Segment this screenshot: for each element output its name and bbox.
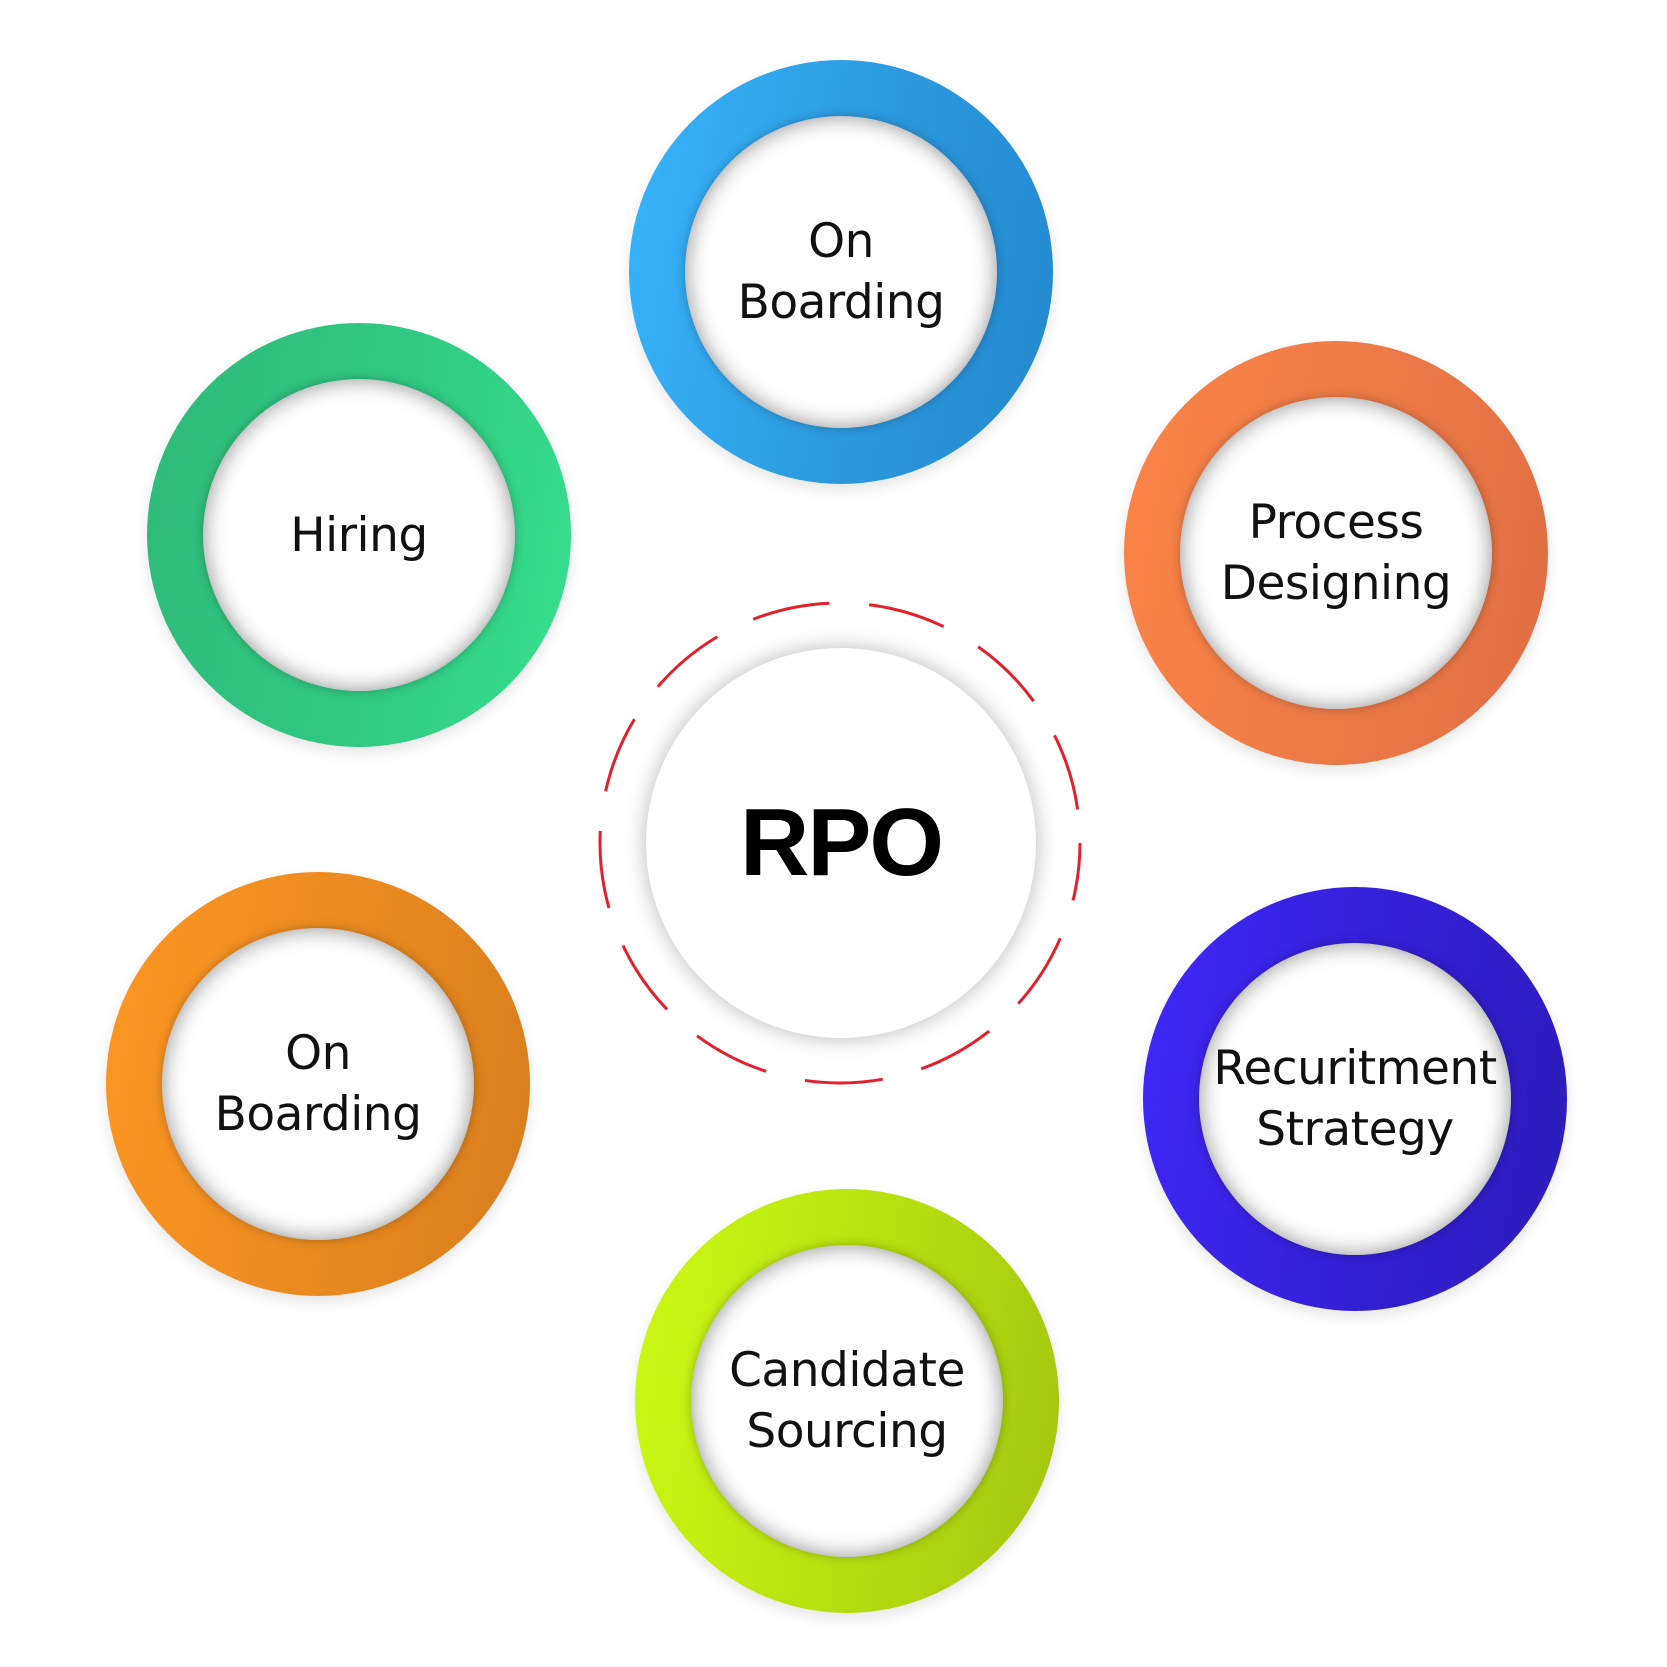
node-hiring: Hiring	[147, 323, 571, 747]
node-label-line-2: Boarding	[737, 275, 945, 330]
node-inner-circle: Recuritment Strategy	[1199, 943, 1511, 1255]
node-inner-circle: On Boarding	[162, 928, 474, 1240]
node-inner-circle: Process Designing	[1180, 397, 1492, 709]
node-inner-circle: Candidate Sourcing	[691, 1245, 1003, 1557]
node-label-line-2: Boarding	[214, 1087, 422, 1142]
center-hub: RPO	[596, 599, 1084, 1087]
center-label: RPO	[739, 789, 944, 896]
node-label-line-1: On	[285, 1026, 351, 1081]
node-label-line-1: Process	[1248, 495, 1424, 550]
center-circle: RPO	[646, 648, 1036, 1038]
node-label-line-2: Designing	[1220, 556, 1452, 611]
dashed-ring	[598, 601, 1082, 1085]
node-label-line-1: Recuritment	[1213, 1041, 1497, 1096]
node-recuritment-strategy: Recuritment Strategy	[1143, 887, 1567, 1311]
node-process-designing: Process Designing	[1124, 341, 1548, 765]
node-on-boarding-top: On Boarding	[629, 60, 1053, 484]
node-label-line-1: Candidate	[729, 1343, 965, 1398]
node-candidate-sourcing: Candidate Sourcing	[635, 1189, 1059, 1613]
node-label-line-1: Hiring	[290, 507, 428, 563]
node-inner-circle: On Boarding	[685, 116, 997, 428]
node-label-line-2: Sourcing	[746, 1404, 948, 1459]
node-label-line-2: Strategy	[1256, 1102, 1454, 1157]
node-label-line-1: On	[808, 214, 874, 269]
node-inner-circle: Hiring	[203, 379, 515, 691]
node-on-boarding-left: On Boarding	[106, 872, 530, 1296]
